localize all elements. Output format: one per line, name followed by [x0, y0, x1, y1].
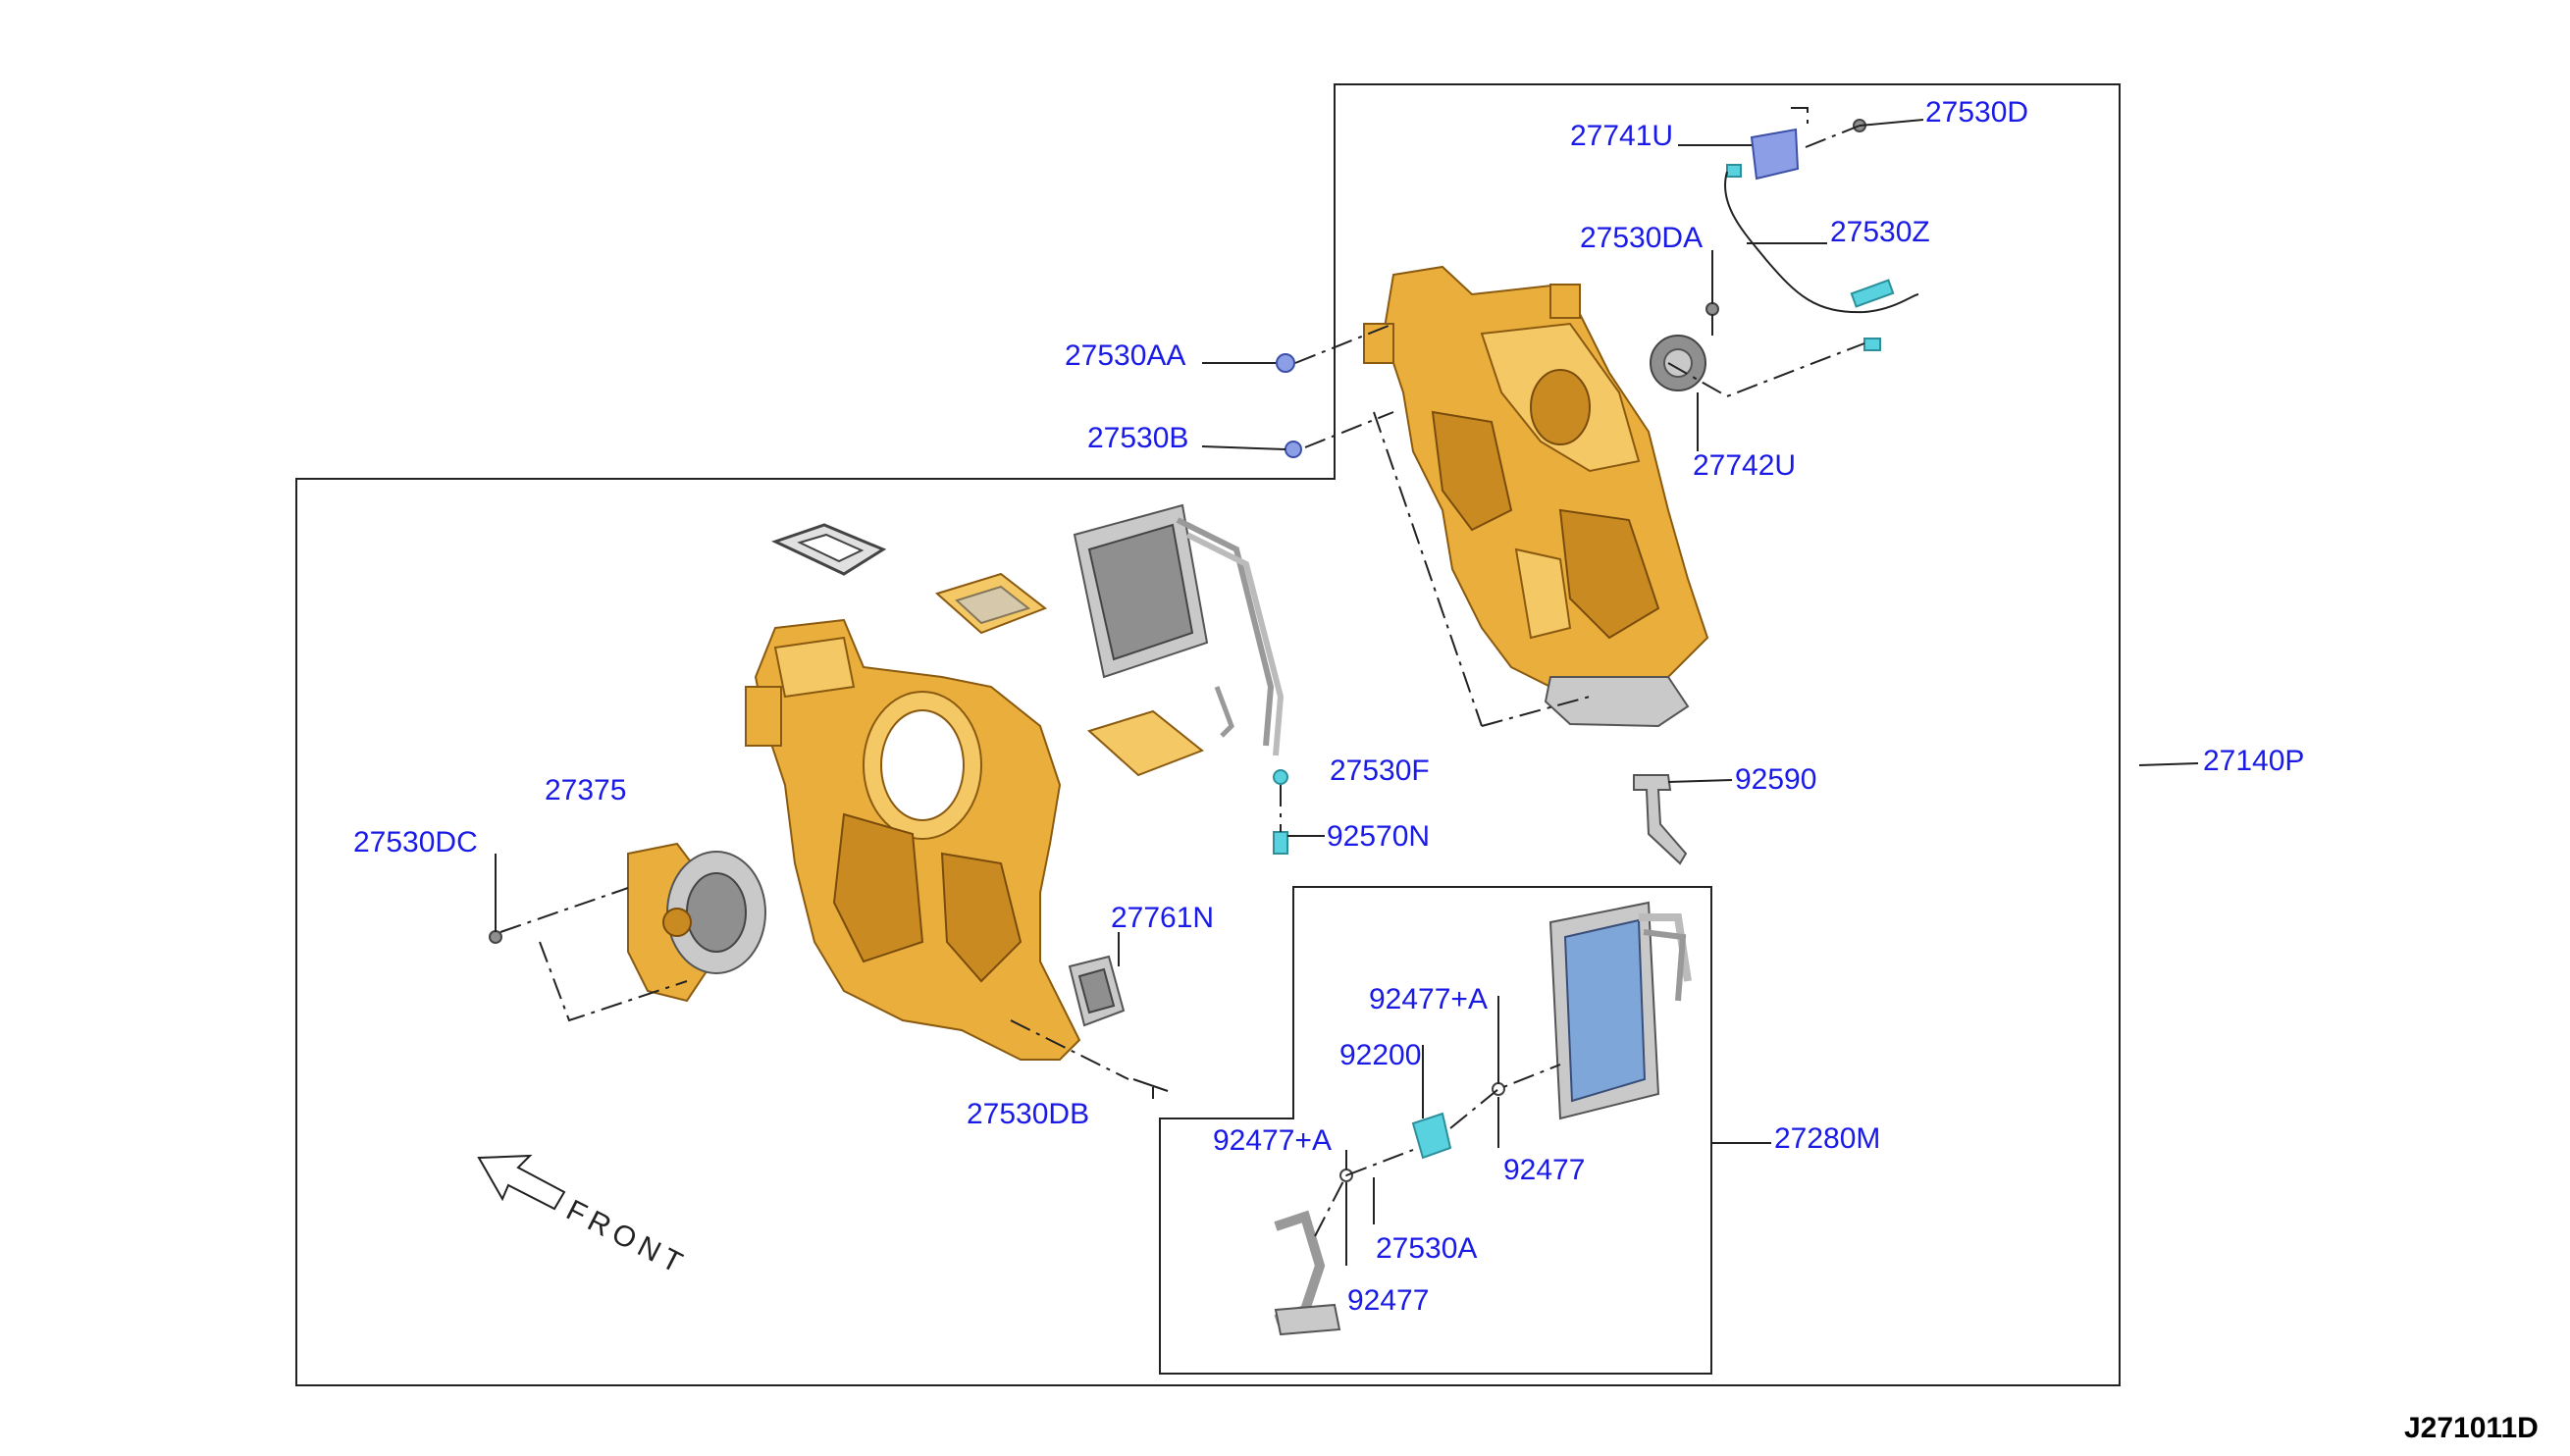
assembly-line — [1481, 696, 1591, 727]
grommet-92570N — [1273, 831, 1288, 855]
label-92477-bottom: 92477 — [1347, 1284, 1429, 1317]
assembly-line — [539, 941, 688, 1022]
label-27530DB: 27530DB — [967, 1098, 1089, 1130]
assembly-line — [1667, 342, 1865, 398]
clip-27530B — [1285, 441, 1302, 458]
label-27530D: 27530D — [1925, 96, 2028, 129]
filter-upper — [935, 572, 1048, 635]
label-27140P: 27140P — [2203, 745, 2304, 777]
assembly-line — [1304, 411, 1394, 448]
assembly-line — [1791, 107, 1809, 126]
screw-27530DC — [489, 930, 502, 944]
label-27280M: 27280M — [1774, 1122, 1880, 1155]
label-27530Z: 27530Z — [1830, 216, 1930, 248]
leader-lines — [495, 119, 2199, 1266]
filter-lower — [1087, 709, 1204, 777]
rear-housing-case — [1363, 265, 1709, 728]
assembly-line — [1805, 125, 1861, 148]
assembly-line — [1345, 1149, 1414, 1176]
diagram-code: J271011D — [2404, 1412, 2539, 1444]
harness-assembly — [1724, 171, 1919, 351]
front-arrow-icon — [477, 1154, 566, 1211]
assembly-line — [1294, 323, 1394, 364]
label-92200: 92200 — [1339, 1039, 1421, 1071]
evaporator-subframe — [1159, 886, 1712, 1375]
label-27741U: 27741U — [1570, 120, 1673, 152]
clip-27530AA — [1276, 353, 1295, 373]
screw-27530DA — [1705, 302, 1719, 316]
label-27530A: 27530A — [1376, 1232, 1477, 1265]
blower-motor-fan — [627, 842, 766, 1003]
mode-door-actuator — [1726, 128, 1800, 181]
label-27742U: 27742U — [1693, 449, 1796, 482]
evaporator-core — [1548, 901, 1692, 1120]
outer-frame — [295, 83, 2121, 1386]
expansion-valve — [1411, 1112, 1452, 1160]
label-27530B: 27530B — [1087, 422, 1188, 454]
front-label: FRONT — [561, 1194, 693, 1282]
label-92477A-top: 92477+A — [1369, 983, 1488, 1015]
evap-pipe-assembly — [1274, 1210, 1341, 1336]
label-27530DA: 27530DA — [1580, 222, 1703, 254]
assembly-line — [1010, 1019, 1129, 1080]
label-27761N: 27761N — [1111, 902, 1214, 934]
label-27530DC: 27530DC — [353, 826, 478, 858]
drain-hose — [1633, 774, 1688, 865]
blower-resistor — [1068, 955, 1126, 1027]
assembly-line — [1449, 1064, 1561, 1129]
label-92570N: 92570N — [1327, 820, 1430, 853]
assembly-line — [499, 887, 629, 933]
label-92590: 92590 — [1735, 763, 1816, 796]
label-27530AA: 27530AA — [1065, 339, 1185, 372]
heater-pipe-clip — [1273, 769, 1288, 785]
screw-27530DB — [1132, 1078, 1169, 1092]
label-27530F: 27530F — [1330, 754, 1430, 787]
label-92477-right: 92477 — [1503, 1154, 1585, 1186]
label-92477A-left: 92477+A — [1213, 1124, 1332, 1157]
assembly-line — [1373, 411, 1483, 727]
heater-core — [1073, 503, 1285, 756]
gasket-frame — [771, 523, 887, 576]
front-housing-case — [745, 618, 1081, 1061]
intake-door-actuator — [1650, 335, 1706, 391]
label-27375: 27375 — [545, 774, 626, 806]
assembly-line — [1314, 1174, 1347, 1237]
